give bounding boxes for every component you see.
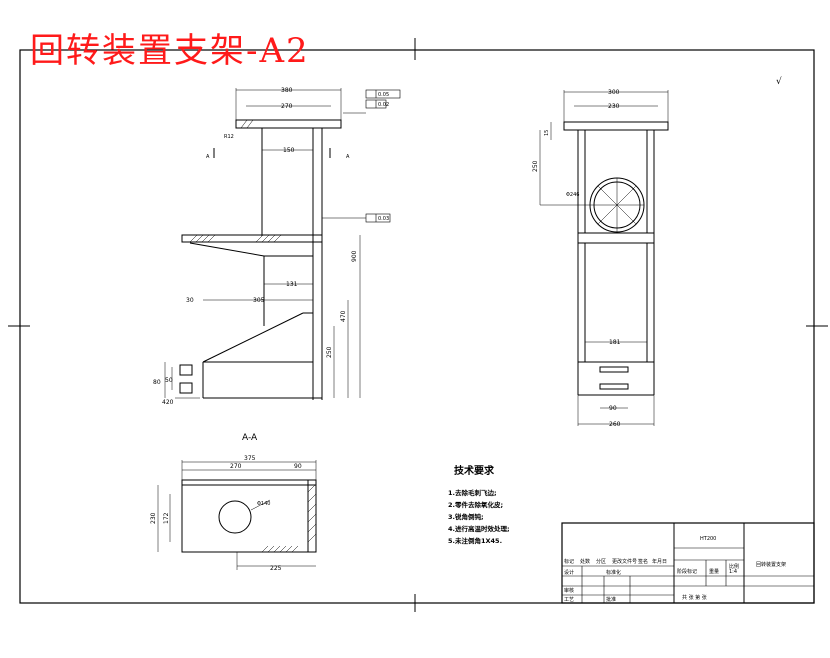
tolerance-frames [322, 89, 401, 223]
title-block-weight-label: 重量 [709, 568, 719, 575]
section-dim-bottom: 225 [270, 565, 282, 572]
title-block-header-1: 标记 [564, 558, 574, 565]
tolerance-label-1: 0.05 [378, 92, 389, 98]
tolerance-label-3: 0.03 [378, 216, 389, 222]
title-block-sheet-label: 共 张 第 张 [682, 594, 707, 601]
front-dim-small-left: 30 [186, 297, 194, 304]
side-dim-mid-width: 181 [609, 339, 621, 346]
title-block-header-4: 更改文件号 [612, 558, 637, 565]
side-dim-top-overall: 300 [608, 89, 620, 96]
section-dim-height: 230 [150, 512, 157, 524]
front-dim-height-total: 900 [351, 250, 358, 262]
section-marker-left: A [206, 154, 210, 160]
front-dim-base-offset: 305 [253, 297, 265, 304]
title-block-part-name: 回转装置支架 [756, 561, 786, 568]
title-block-approve: 批准 [606, 596, 616, 603]
title-block-header-2: 处数 [580, 558, 590, 565]
title-banner: 回转装置支架-A2 [30, 31, 310, 71]
side-dim-top-small: 15 [544, 130, 550, 136]
front-dim-left-bottom: 420 [162, 399, 174, 406]
section-dim-left: 270 [230, 463, 242, 470]
title-block-design: 设计 [564, 569, 574, 576]
front-dim-left-h1: 80 [153, 379, 161, 386]
tech-req-heading: 技术要求 [454, 464, 495, 477]
front-dim-height-lower: 470 [340, 310, 347, 322]
front-dim-neck: 150 [283, 147, 295, 154]
roughness-icon: √ [776, 76, 782, 87]
section-dim-right: 90 [294, 463, 302, 470]
tech-req-item-1: 1.去除毛刺飞边; [448, 488, 497, 497]
centering-marks [8, 38, 828, 612]
title-block-scale: 1:4 [729, 569, 737, 575]
tech-req-item-5: 5.未注倒角1X45. [448, 536, 502, 545]
title-block [561, 522, 815, 604]
section-dim-overall: 375 [244, 455, 256, 462]
title-block-process: 工艺 [564, 597, 574, 603]
title-block-header-6: 年月日 [652, 558, 667, 565]
front-dim-top-overall: 380 [281, 87, 293, 94]
title-block-header-3: 分区 [596, 558, 606, 565]
title-block-header-5: 签名 [638, 558, 648, 565]
front-view [164, 88, 361, 400]
side-dim-top-inner: 230 [608, 103, 620, 110]
section-dim-inner-height: 172 [163, 512, 170, 524]
front-dim-top-inner: 270 [281, 103, 293, 110]
title-block-stage-label: 阶段标记 [677, 568, 697, 575]
section-marker-right: A [346, 154, 350, 160]
title-block-scale-label: 比例 [729, 563, 739, 570]
side-dim-circle: Φ246 [566, 192, 579, 198]
tolerance-label-2: 0.02 [378, 102, 389, 108]
front-top-flange [235, 119, 342, 129]
side-dim-bottom-width: 260 [609, 421, 621, 428]
section-view [157, 460, 317, 570]
front-dim-shelf: 131 [286, 281, 298, 288]
front-shelf [181, 234, 323, 243]
section-dim-hole: Φ140 [257, 501, 270, 507]
front-dim-height-inner: 250 [326, 346, 333, 358]
tech-req-item-2: 2.零件去除氧化皮; [448, 500, 503, 509]
title-block-std: 标准化 [606, 569, 621, 576]
title-block-material: HT200 [700, 536, 716, 542]
drawing-frame [19, 49, 815, 604]
front-dim-chamfer: R12 [224, 134, 234, 140]
side-dim-height-top: 250 [532, 160, 539, 172]
tech-req-item-4: 4.进行高温时效处理; [448, 524, 510, 533]
side-view [539, 90, 669, 426]
side-dim-bottom-slot: 90 [609, 405, 617, 412]
title-block-check: 审核 [564, 587, 574, 594]
tech-req-item-3: 3.锐角倒钝; [448, 512, 484, 521]
front-dim-left-h2: 50 [165, 377, 173, 384]
section-label: A-A [242, 433, 258, 443]
